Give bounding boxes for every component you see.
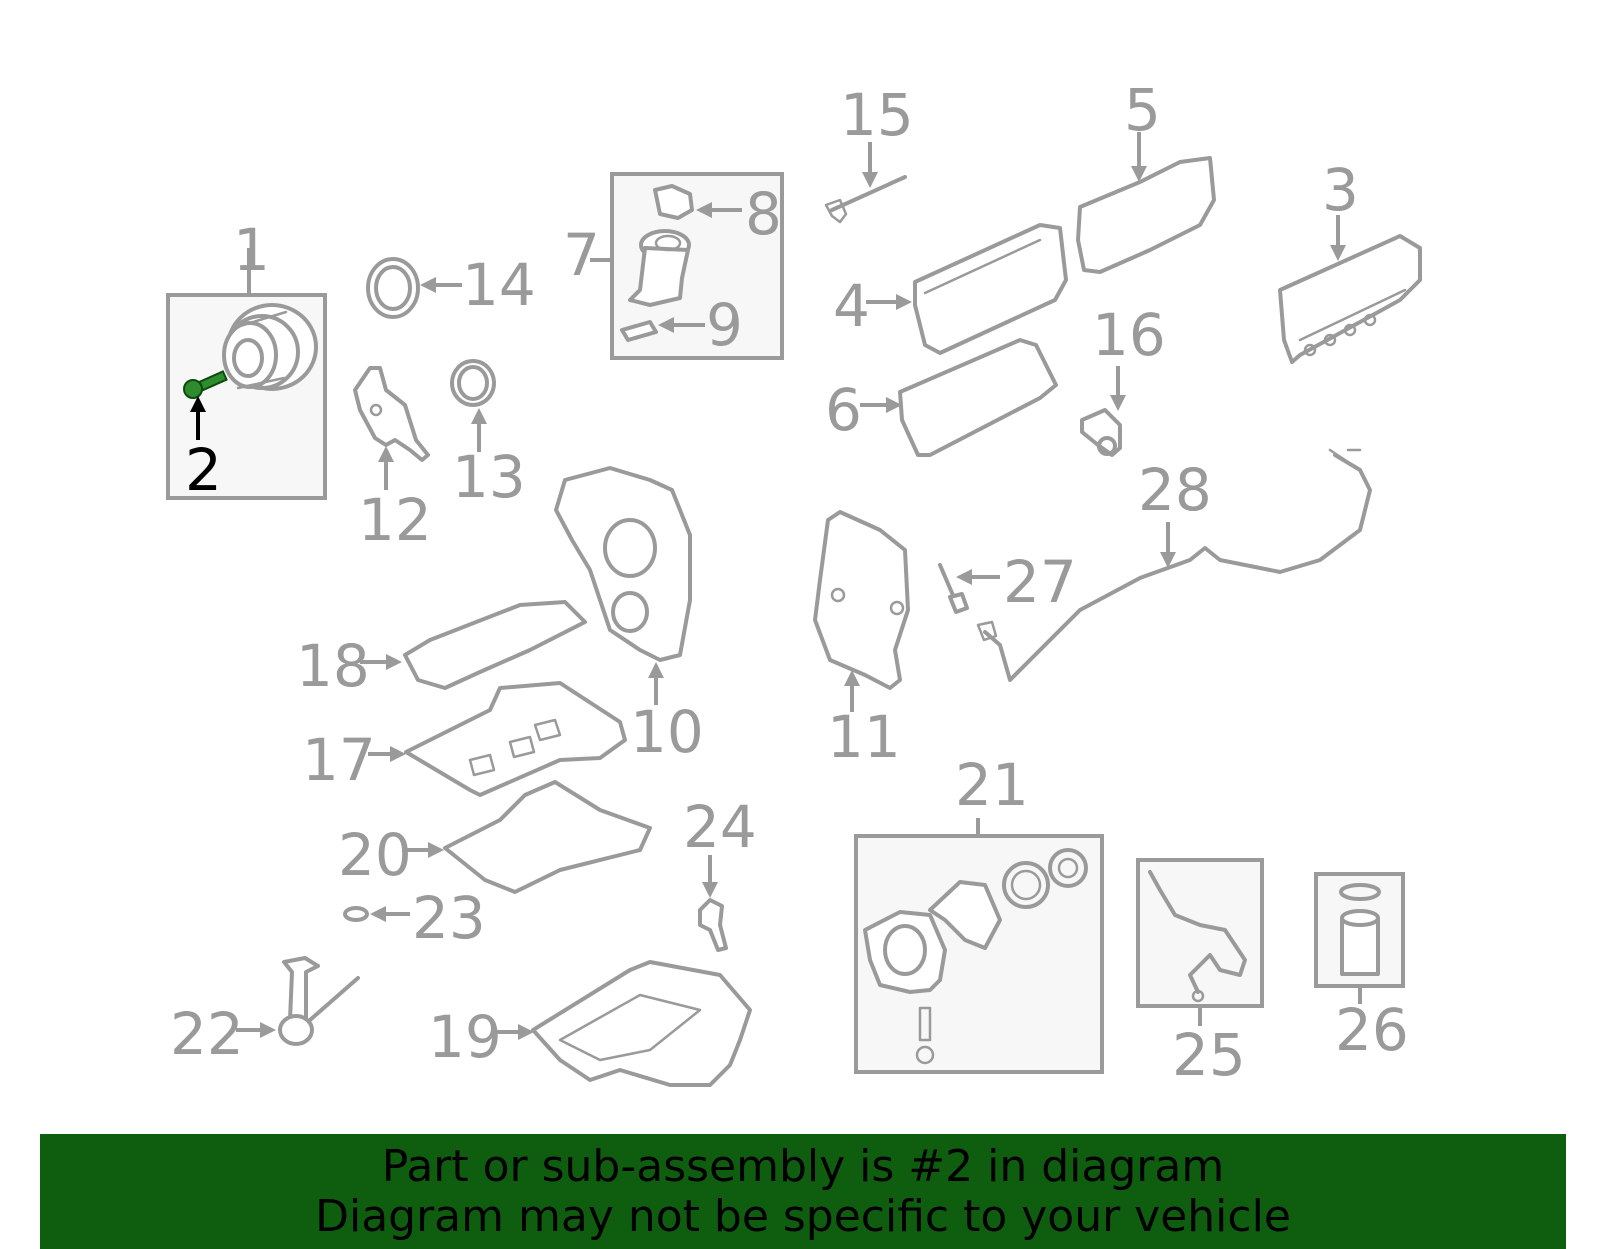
part-8-gasket xyxy=(653,184,694,220)
callout-11[interactable]: 11 xyxy=(827,703,901,771)
callout-2[interactable]: 2 xyxy=(185,436,222,504)
part-13-ring[interactable] xyxy=(450,359,496,407)
callout-22[interactable]: 22 xyxy=(170,1000,244,1068)
part-24-gasket[interactable] xyxy=(698,898,728,952)
callout-4[interactable]: 4 xyxy=(833,272,870,340)
callout-19[interactable]: 19 xyxy=(428,1003,502,1071)
callout-17[interactable]: 17 xyxy=(302,726,376,794)
callout-12[interactable]: 12 xyxy=(358,486,432,554)
part-14-seal[interactable] xyxy=(366,257,420,319)
part-12-bracket[interactable] xyxy=(353,366,430,462)
oil-pump-gasket xyxy=(928,880,1002,950)
callout-16[interactable]: 16 xyxy=(1092,301,1166,369)
part-11-cover[interactable] xyxy=(813,510,910,690)
callout-25[interactable]: 25 xyxy=(1172,1021,1246,1089)
callout-24[interactable]: 24 xyxy=(683,793,757,861)
callout-15[interactable]: 15 xyxy=(840,81,914,149)
callout-7[interactable]: 7 xyxy=(563,221,600,289)
callout-1[interactable]: 1 xyxy=(233,216,270,284)
part-27-sensor[interactable] xyxy=(938,563,969,614)
part-22-pickup[interactable] xyxy=(278,956,360,1046)
part-25-group[interactable] xyxy=(1136,858,1264,1008)
callout-14[interactable]: 14 xyxy=(462,251,536,319)
callout-18[interactable]: 18 xyxy=(296,632,370,700)
part-19-oil-pan[interactable] xyxy=(531,960,752,1087)
info-banner: Part or sub-assembly is #2 in diagram Di… xyxy=(40,1134,1566,1249)
callout-23[interactable]: 23 xyxy=(412,884,486,952)
part-10-timing-cover[interactable] xyxy=(554,466,692,662)
part-16-sensor[interactable] xyxy=(1080,408,1122,457)
part-21-group[interactable] xyxy=(854,834,1104,1074)
callout-3[interactable]: 3 xyxy=(1322,156,1359,224)
banner-line-1: Part or sub-assembly is #2 in diagram xyxy=(381,1141,1225,1192)
part-4-valve-cover[interactable] xyxy=(913,223,1068,355)
callout-13[interactable]: 13 xyxy=(452,443,526,511)
part-23-oring[interactable] xyxy=(343,906,369,922)
part-7-group[interactable] xyxy=(610,172,784,360)
callout-27[interactable]: 27 xyxy=(1003,548,1077,616)
part-9-gasket xyxy=(620,320,658,342)
part-18-gasket[interactable] xyxy=(403,600,587,690)
callout-9[interactable]: 9 xyxy=(706,291,743,359)
part-2-bolt[interactable] xyxy=(183,370,228,399)
callout-5[interactable]: 5 xyxy=(1124,76,1161,144)
part-5-gasket[interactable] xyxy=(1076,156,1216,274)
callout-26[interactable]: 26 xyxy=(1335,996,1409,1064)
part-15-tube[interactable] xyxy=(824,175,907,224)
part-1-group[interactable] xyxy=(166,248,327,500)
part-3-valve-cover[interactable] xyxy=(1278,234,1422,364)
part-6-gasket[interactable] xyxy=(898,338,1058,457)
callout-10[interactable]: 10 xyxy=(630,698,704,766)
part-7-adapter xyxy=(628,229,691,307)
part-26-group[interactable] xyxy=(1314,872,1405,988)
callout-20[interactable]: 20 xyxy=(338,821,412,889)
part-20-gasket[interactable] xyxy=(443,780,652,894)
callout-21[interactable]: 21 xyxy=(955,751,1029,819)
callout-8[interactable]: 8 xyxy=(745,180,782,248)
oil-pump-body xyxy=(863,910,947,994)
callout-6[interactable]: 6 xyxy=(825,376,862,444)
part-28-harness[interactable] xyxy=(976,448,1372,682)
callout-28[interactable]: 28 xyxy=(1138,456,1212,524)
part-17-windage-tray[interactable] xyxy=(404,681,627,797)
crankshaft-pulley[interactable] xyxy=(222,303,318,391)
banner-line-2: Diagram may not be specific to your vehi… xyxy=(315,1191,1291,1242)
